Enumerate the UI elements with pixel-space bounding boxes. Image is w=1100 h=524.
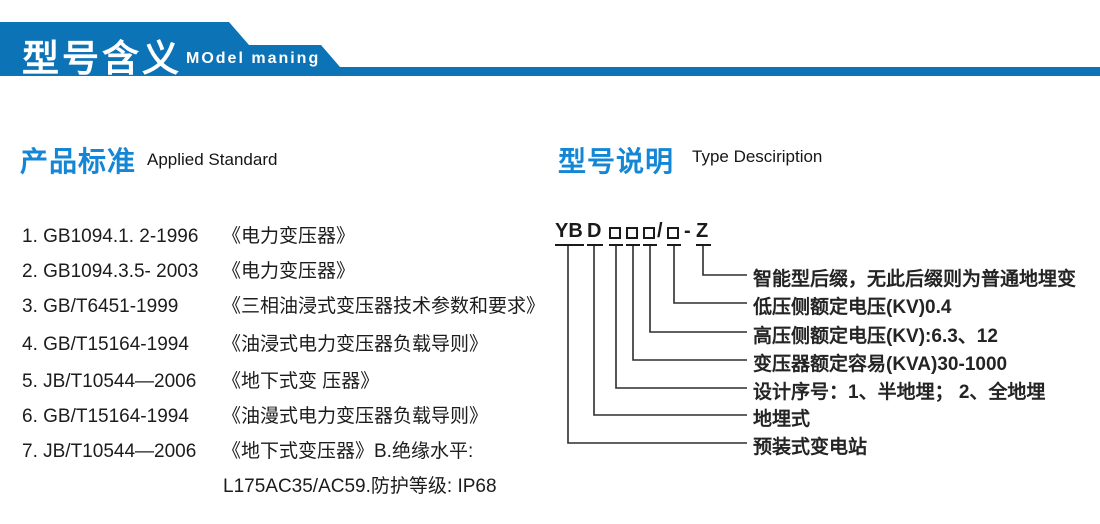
standard-item: 5. JB/T10544—2006 《地下式变 压器》 (22, 366, 379, 393)
left-section-heading-en: Applied Standard (147, 150, 278, 169)
standard-title: 《油浸式电力变压器负载导则》 (222, 334, 489, 355)
standard-code: 2. GB1094.3.5- 2003 (22, 261, 199, 282)
standard-title: 《油漫式电力变压器负载导则》 (222, 406, 489, 427)
standard-item: 2. GB1094.3.5- 2003 《电力变压器》 (22, 256, 355, 283)
standard-title: 《电力变压器》 (222, 261, 356, 282)
connector-line-box1 (615, 246, 747, 389)
standard-code: 5. JB/T10544—2006 (22, 371, 197, 392)
box-icon (667, 227, 679, 239)
right-section-heading: 型号说明 (558, 146, 675, 177)
standard-code: 4. GB/T15164-1994 (22, 334, 189, 355)
standard-code: 7. JB/T10544—2006 (22, 441, 197, 462)
standard-item: 1. GB1094.1. 2-1996 《电力变压器》 (22, 221, 355, 248)
connector-line-d (593, 246, 747, 416)
box-icon (643, 227, 655, 239)
model-code-box-4 (667, 220, 681, 246)
standard-item-continuation: L175AC35/AC59.防护等级: IP68 (223, 476, 497, 497)
model-code-slash: / (657, 220, 663, 242)
standard-item: 7. JB/T10544—2006 《地下式变压器》B.绝缘水平: (22, 436, 473, 463)
diagram-label-design-序号: 设计序号：1、半地埋； 2、全地埋 (753, 382, 1046, 403)
standard-title: 《地下式变压器》B.绝缘水平: (222, 441, 474, 462)
diagram-label-prefab-substation: 预装式变电站 (753, 437, 868, 458)
header-banner-shape (0, 22, 1100, 76)
model-code-dash: - (684, 220, 691, 242)
model-code-yb: YB (555, 220, 584, 246)
standard-code: 1. GB1094.1. 2-1996 (22, 226, 199, 247)
model-code-box-1 (609, 220, 623, 246)
page-title: 型号含义 (22, 38, 182, 79)
model-code-diagram-lines (567, 246, 747, 444)
diagram-label-smart-suffix: 智能型后缀，无此后缀则为普通地埋变 (753, 269, 1077, 290)
right-section-heading-en: Type Desciription (692, 147, 823, 166)
diagram-label-lv-voltage: 低压侧额定电压(KV)0.4 (753, 297, 952, 318)
diagram-label-hv-voltage: 高压侧额定电压(KV):6.3、12 (753, 326, 998, 347)
left-section-heading: 产品标准 (20, 146, 137, 177)
diagram-label-buried-type: 地埋式 (753, 409, 811, 430)
model-code-z: Z (696, 220, 711, 246)
connector-line-box2 (632, 246, 747, 361)
standard-item: 6. GB/T15164-1994 《油漫式电力变压器负载导则》 (22, 401, 488, 428)
box-icon (626, 227, 638, 239)
box-icon (609, 227, 621, 239)
standard-title: 《电力变压器》 (222, 226, 356, 247)
standard-code: 3. GB/T6451-1999 (22, 296, 179, 317)
diagram-label-capacity: 变压器额定容易(KVA)30-1000 (753, 354, 1008, 375)
model-code-box-2 (626, 220, 640, 246)
standard-item: 3. GB/T6451-1999 《三相油浸式变压器技术参数和要求》 (22, 291, 545, 318)
banner-polygon (0, 22, 1100, 76)
connector-line-z (702, 246, 747, 276)
page-subtitle: MOdel maning (186, 50, 321, 67)
connector-line-yb (567, 246, 747, 444)
standard-title: 《地下式变 压器》 (222, 371, 380, 392)
connector-line-box3 (649, 246, 747, 333)
connector-line-box4 (673, 246, 747, 304)
model-code-box-3 (643, 220, 657, 246)
model-code-d: D (587, 220, 603, 246)
standard-code: 6. GB/T15164-1994 (22, 406, 189, 427)
standard-item: 4. GB/T15164-1994 《油浸式电力变压器负载导则》 (22, 329, 488, 356)
standard-title: 《三相油浸式变压器技术参数和要求》 (222, 296, 546, 317)
